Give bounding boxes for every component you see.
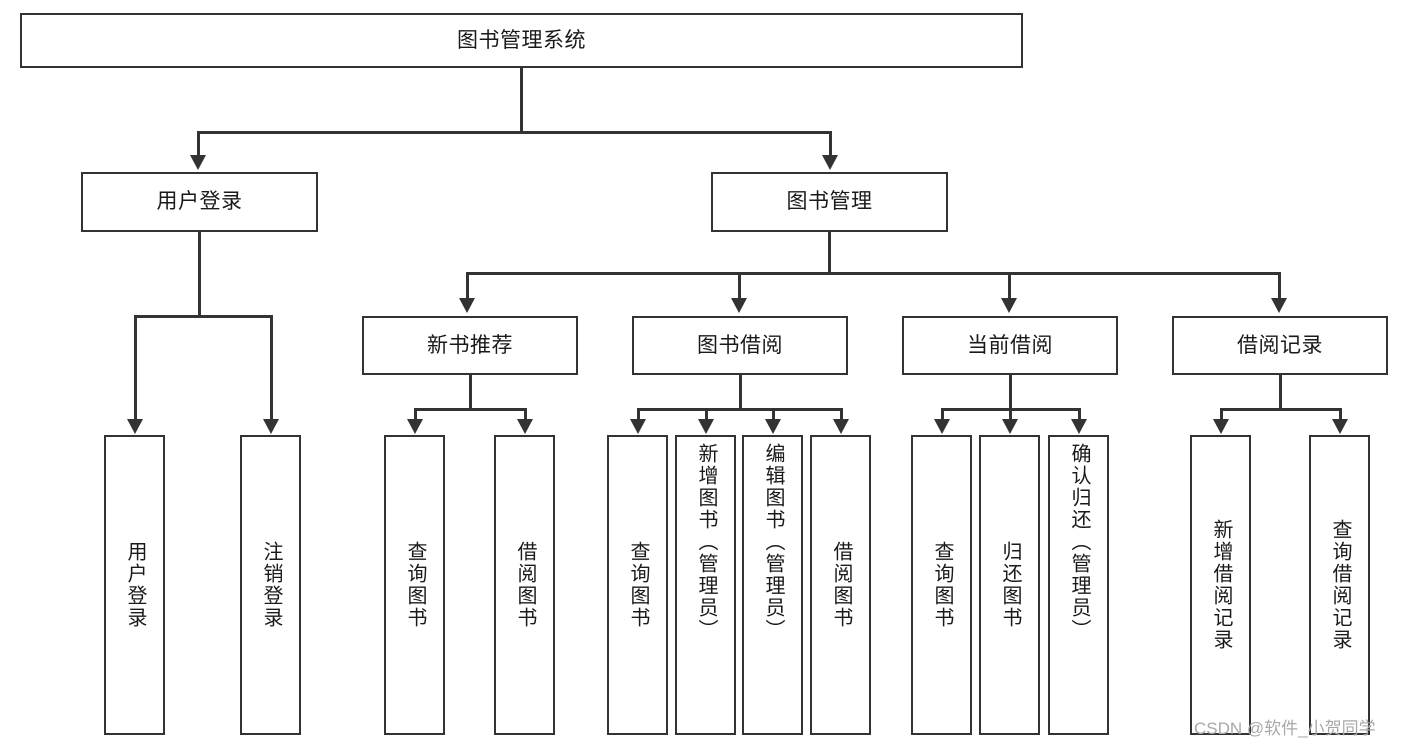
node-book-borrow[interactable]: 图书借阅 — [632, 316, 848, 375]
connector-borrow-record-bus — [1220, 408, 1339, 411]
leaf-new-book-query-book[interactable]: 查询图书 — [384, 435, 445, 735]
node-borrow-record[interactable]: 借阅记录 — [1172, 316, 1388, 375]
connector-borrow-record-stem — [1279, 375, 1282, 410]
connector-book-management-stem — [828, 232, 831, 274]
node-label: 归还图书 — [999, 541, 1021, 629]
arrow-cb-to-leaf-3 — [1071, 419, 1087, 434]
connector-bb-to-leaf-2 — [705, 408, 708, 420]
connector-root-to-user-login — [197, 131, 200, 157]
connector-user-login-to-leaf-2 — [270, 315, 273, 420]
node-book-management[interactable]: 图书管理 — [711, 172, 948, 232]
connector-new-book-stem — [469, 375, 472, 410]
leaf-user-login-login[interactable]: 用户登录 — [104, 435, 165, 735]
arrow-bm-to-current-borrow — [1001, 298, 1017, 313]
connector-nb-to-leaf-1 — [414, 408, 417, 420]
arrow-br-to-leaf-1 — [1213, 419, 1229, 434]
connector-new-book-bus — [414, 408, 524, 411]
connector-bm-to-book-borrow — [738, 272, 741, 300]
connector-root-stem — [520, 68, 523, 133]
node-label: 新增借阅记录 — [1210, 519, 1232, 651]
node-label: 用户登录 — [156, 190, 243, 214]
arrow-user-login-to-leaf-1 — [127, 419, 143, 434]
node-user-login[interactable]: 用户登录 — [81, 172, 318, 232]
arrow-nb-to-leaf-1 — [407, 419, 423, 434]
connector-root-to-book-management — [829, 131, 832, 157]
csdn-watermark: CSDN @软件_小贺同学 — [1194, 719, 1376, 738]
node-label: 查询借阅记录 — [1329, 519, 1351, 651]
connector-bm-to-new-book — [466, 272, 469, 300]
node-label: 当前借阅 — [967, 333, 1053, 357]
leaf-current-borrow-return-book[interactable]: 归还图书 — [979, 435, 1040, 735]
connector-book-borrow-bus — [637, 408, 840, 411]
connector-cb-to-leaf-2 — [1009, 408, 1012, 420]
node-label: 图书管理 — [786, 190, 873, 214]
connector-bb-to-leaf-1 — [637, 408, 640, 420]
connector-nb-to-leaf-2 — [524, 408, 527, 420]
node-label: 借阅图书 — [830, 541, 852, 629]
node-label: 查询图书 — [931, 541, 953, 629]
connector-user-login-stem — [198, 232, 201, 317]
node-label: 图书管理系统 — [457, 28, 586, 52]
arrow-cb-to-leaf-2 — [1002, 419, 1018, 434]
node-label: 新书推荐 — [427, 333, 513, 357]
node-current-borrow[interactable]: 当前借阅 — [902, 316, 1118, 375]
leaf-book-borrow-query-book[interactable]: 查询图书 — [607, 435, 668, 735]
connector-bm-to-current-borrow — [1008, 272, 1011, 300]
arrow-root-to-book-management — [822, 155, 838, 170]
arrow-user-login-to-leaf-2 — [263, 419, 279, 434]
node-label: 编辑图书（管理员） — [762, 443, 784, 641]
node-label: 借阅图书 — [514, 541, 536, 629]
node-label: 查询图书 — [404, 541, 426, 629]
node-root-book-management-system[interactable]: 图书管理系统 — [20, 13, 1023, 68]
arrow-br-to-leaf-2 — [1332, 419, 1348, 434]
arrow-nb-to-leaf-2 — [517, 419, 533, 434]
arrow-bb-to-leaf-3 — [765, 419, 781, 434]
arrow-bm-to-book-borrow — [731, 298, 747, 313]
connector-current-borrow-stem — [1009, 375, 1012, 410]
node-label: 新增图书（管理员） — [695, 443, 717, 641]
arrow-bb-to-leaf-4 — [833, 419, 849, 434]
arrow-bm-to-borrow-record — [1271, 298, 1287, 313]
connector-br-to-leaf-1 — [1220, 408, 1223, 420]
connector-cb-to-leaf-3 — [1078, 408, 1081, 420]
connector-root-bus — [197, 131, 832, 134]
node-label: 借阅记录 — [1237, 333, 1323, 357]
connector-bb-to-leaf-4 — [840, 408, 843, 420]
node-label: 确认归还（管理员） — [1068, 443, 1090, 641]
connector-user-login-to-leaf-1 — [134, 315, 137, 420]
connector-book-borrow-stem — [739, 375, 742, 410]
leaf-current-borrow-query-book[interactable]: 查询图书 — [911, 435, 972, 735]
node-new-book-recommend[interactable]: 新书推荐 — [362, 316, 578, 375]
leaf-current-borrow-confirm-return-admin[interactable]: 确认归还（管理员） — [1048, 435, 1109, 735]
arrow-root-to-user-login — [190, 155, 206, 170]
connector-bm-to-borrow-record — [1278, 272, 1281, 300]
node-label: 查询图书 — [627, 541, 649, 629]
node-label: 图书借阅 — [697, 333, 783, 357]
connector-bb-to-leaf-3 — [772, 408, 775, 420]
arrow-bb-to-leaf-1 — [630, 419, 646, 434]
leaf-book-borrow-add-book-admin[interactable]: 新增图书（管理员） — [675, 435, 736, 735]
leaf-borrow-record-add-record[interactable]: 新增借阅记录 — [1190, 435, 1251, 735]
leaf-new-book-borrow-book[interactable]: 借阅图书 — [494, 435, 555, 735]
leaf-book-borrow-edit-book-admin[interactable]: 编辑图书（管理员） — [742, 435, 803, 735]
leaf-borrow-record-query-record[interactable]: 查询借阅记录 — [1309, 435, 1370, 735]
arrow-bm-to-new-book — [459, 298, 475, 313]
node-label: 用户登录 — [124, 541, 146, 629]
leaf-user-login-logout[interactable]: 注销登录 — [240, 435, 301, 735]
leaf-book-borrow-borrow-book[interactable]: 借阅图书 — [810, 435, 871, 735]
connector-cb-to-leaf-1 — [941, 408, 944, 420]
connector-book-management-bus — [466, 272, 1280, 275]
connector-user-login-bus — [134, 315, 270, 318]
node-label: 注销登录 — [260, 541, 282, 629]
connector-br-to-leaf-2 — [1339, 408, 1342, 420]
arrow-bb-to-leaf-2 — [698, 419, 714, 434]
arrow-cb-to-leaf-1 — [934, 419, 950, 434]
